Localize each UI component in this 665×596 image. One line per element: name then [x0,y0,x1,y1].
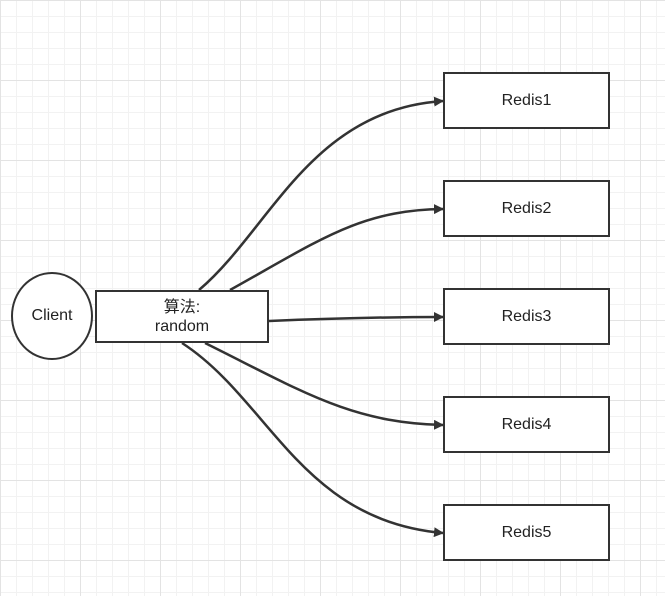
redis-label: Redis5 [501,523,552,541]
redis-node-3: Redis3 [443,288,610,345]
redis-label: Redis4 [501,415,552,433]
edge-to-redis4 [204,341,444,430]
client-label: Client [31,307,73,324]
redis-node-5: Redis5 [443,504,610,561]
redis-label: Redis3 [501,307,552,325]
redis-node-2: Redis2 [443,180,610,237]
redis-label: Redis1 [501,91,552,109]
algorithm-node: 算法: random [95,290,269,343]
redis-label: Redis2 [501,199,552,217]
redis-node-4: Redis4 [443,396,610,453]
redis-node-1: Redis1 [443,72,610,129]
edge-to-redis5 [181,341,444,538]
edge-to-redis3 [268,312,444,323]
algorithm-label-line1: 算法: [163,298,201,316]
edge-to-redis2 [229,204,444,292]
edge-to-redis1 [198,96,444,291]
client-node: Client [11,272,93,360]
algorithm-label-line2: random [154,317,210,335]
